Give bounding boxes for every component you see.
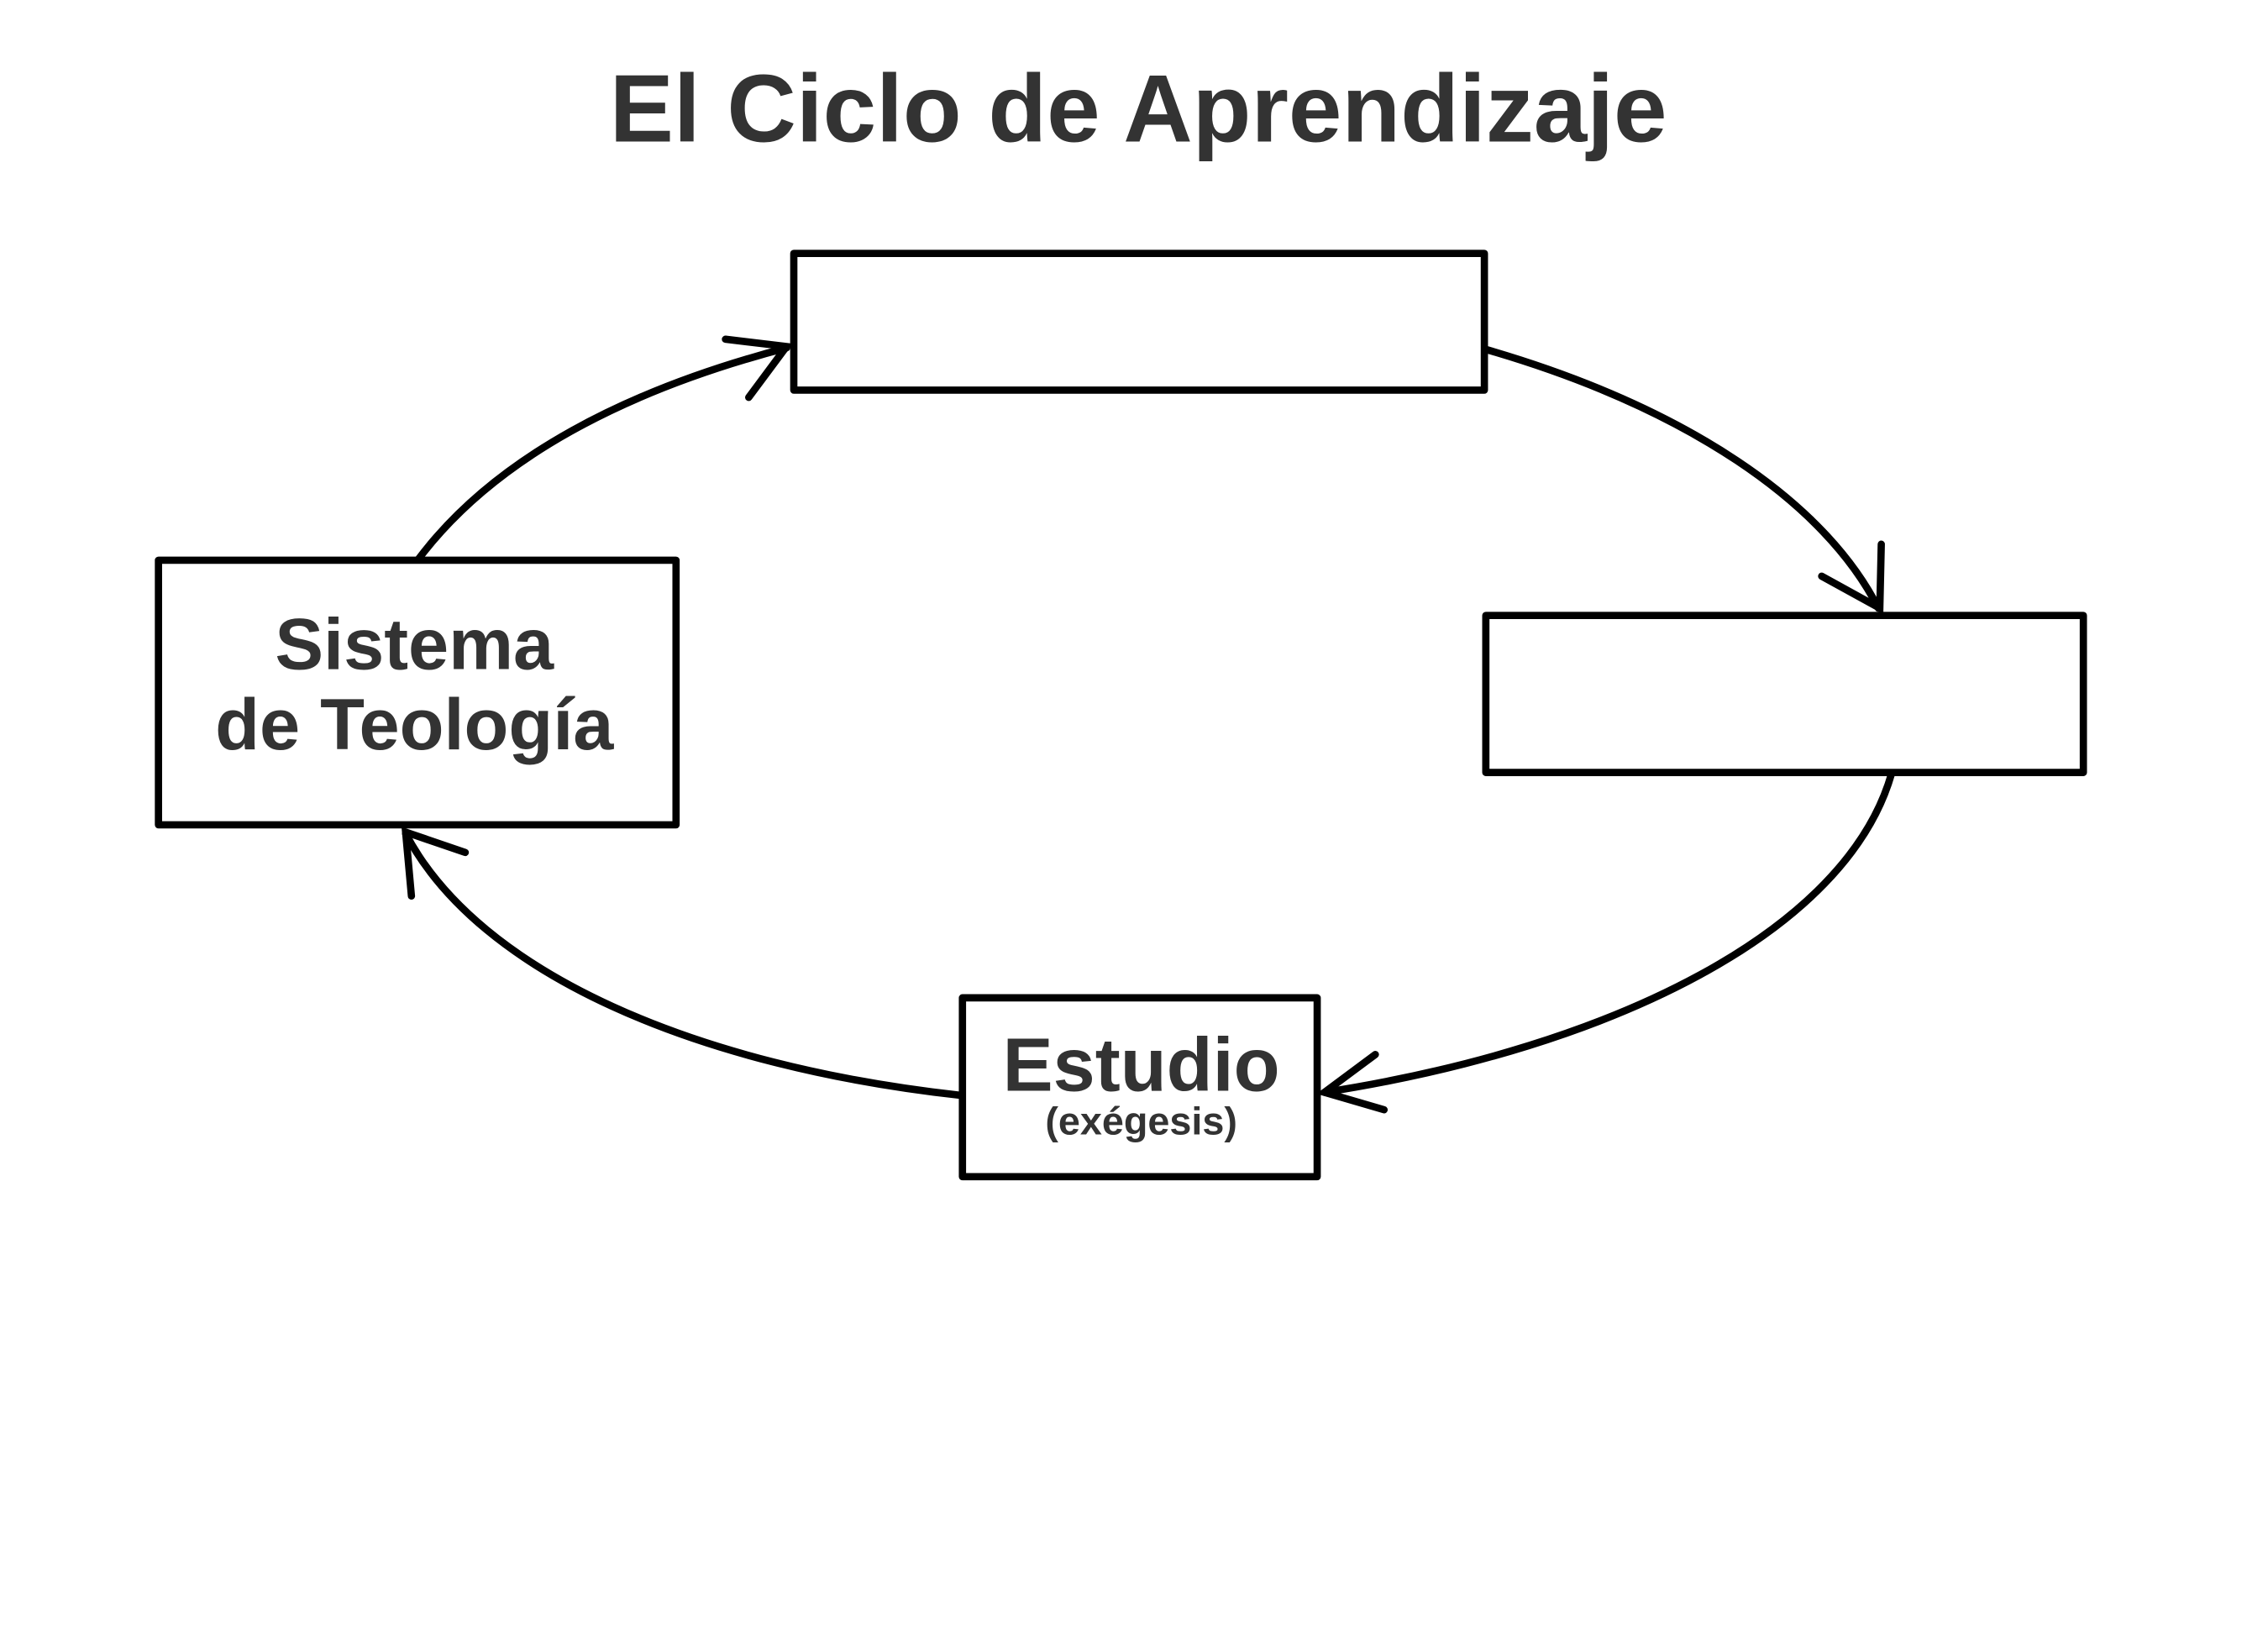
edge-bottom-to-left	[401, 827, 963, 1100]
node-sistema-de-teologia: Sistema de Teología	[155, 556, 680, 829]
arrowhead-icon	[1316, 1051, 1389, 1114]
node-left-label-line2: de Teología	[215, 685, 614, 765]
arrowhead-icon	[1818, 540, 1885, 615]
edge-top-to-right	[1482, 345, 1885, 615]
node-bottom-sublabel: (exégesis)	[1045, 1100, 1237, 1143]
arrowhead-icon	[722, 335, 794, 402]
node-estudio: Estudio (exégesis)	[958, 994, 1321, 1181]
diagram-title: El Ciclo de Aprendizaje	[610, 55, 1667, 162]
node-right	[1482, 612, 2087, 776]
edge-left-to-top	[415, 335, 794, 563]
node-bottom-label: Estudio	[1003, 1024, 1280, 1108]
node-top	[790, 249, 1488, 394]
node-left-label-line1: Sistema	[275, 605, 554, 685]
arrowhead-icon	[401, 827, 470, 900]
edge-right-to-bottom	[1316, 770, 1896, 1114]
